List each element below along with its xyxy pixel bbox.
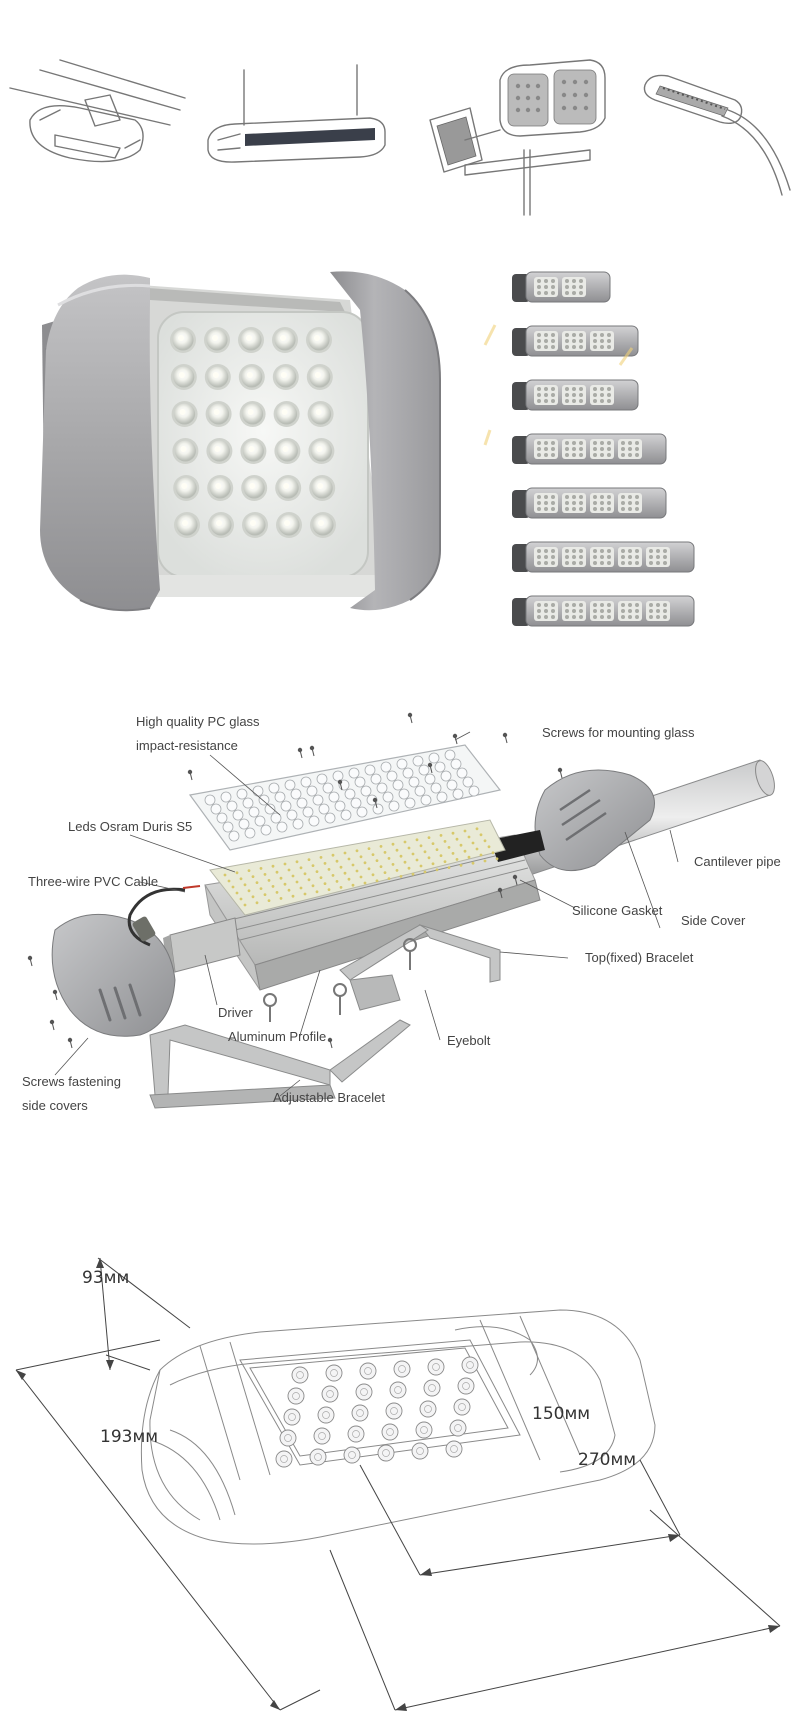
dimension-labels: 93мм 193мм 150мм 270мм: [82, 1268, 636, 1470]
screw: [67, 1037, 73, 1049]
led: [204, 364, 231, 390]
screw: [187, 769, 193, 781]
led: [306, 364, 333, 390]
exploded-view: High quality PC glass impact-resistance …: [0, 690, 800, 1250]
pc-glass: [188, 744, 502, 851]
led: [272, 364, 299, 390]
screw: [49, 1019, 55, 1031]
dimension-lines: [15, 1257, 781, 1711]
label-pc-glass-1: High quality PC glass: [136, 714, 260, 729]
led: [205, 401, 232, 427]
led: [172, 438, 199, 464]
led: [272, 327, 298, 353]
label-screws-side-2: side covers: [22, 1098, 88, 1113]
screw: [27, 955, 33, 967]
led: [170, 364, 197, 390]
screw: [452, 733, 458, 745]
label-aluminum: Aluminum Profile: [228, 1029, 326, 1044]
module-variant: [512, 487, 667, 519]
led-board: [209, 819, 506, 916]
sketch-street-light: [643, 74, 791, 196]
module-variants: [512, 271, 695, 627]
dim-height-label: 93мм: [82, 1268, 129, 1288]
label-gasket: Silicone Gasket: [572, 903, 663, 918]
silicone-gasket: [490, 830, 545, 862]
led: [207, 475, 234, 501]
led: [310, 512, 336, 538]
label-cable: Three-wire PVC Cable: [28, 874, 158, 889]
dim-inner-length-label: 150мм: [532, 1404, 590, 1424]
sketch-ceiling-light: [9, 59, 186, 163]
led: [308, 438, 335, 464]
screw: [337, 779, 343, 791]
label-side-cover: Side Cover: [681, 913, 746, 928]
product-luminaire: [40, 271, 441, 612]
led-array: [170, 327, 336, 538]
sketch-flood-light: [429, 59, 606, 216]
led: [306, 327, 332, 353]
xray-luminaire: [140, 1309, 656, 1545]
led: [242, 512, 268, 538]
screw: [297, 747, 303, 759]
led: [274, 438, 301, 464]
product-photo-section: [0, 230, 800, 690]
screw: [502, 732, 508, 744]
dim-depth-label: 193мм: [100, 1427, 158, 1447]
led: [238, 364, 265, 390]
dimension-arrows: [16, 1258, 780, 1711]
led: [239, 401, 266, 427]
led: [238, 327, 264, 353]
module-variant: [512, 541, 695, 573]
led: [208, 512, 234, 538]
led: [173, 475, 200, 501]
module-variant: [512, 325, 639, 357]
led: [273, 401, 300, 427]
label-eyebolt: Eyebolt: [447, 1033, 491, 1048]
led: [307, 401, 334, 427]
callout-labels: High quality PC glass impact-resistance …: [22, 714, 781, 1113]
eyebolt: [263, 938, 417, 1022]
screw: [407, 712, 413, 724]
module-variant: [512, 595, 695, 627]
label-leds: Leds Osram Duris S5: [68, 819, 192, 834]
screw: [497, 887, 503, 899]
label-driver: Driver: [218, 1005, 253, 1020]
screw: [512, 874, 518, 886]
led: [275, 475, 302, 501]
led: [170, 327, 196, 353]
label-cantilever: Cantilever pipe: [694, 854, 781, 869]
label-screws-glass: Screws for mounting glass: [542, 725, 695, 740]
module-variant: [512, 379, 639, 411]
driver: [163, 917, 241, 974]
screw: [309, 745, 315, 757]
led: [241, 475, 268, 501]
led: [276, 512, 302, 538]
left-side-cover: [51, 913, 176, 1037]
dim-total-length-label: 270мм: [578, 1450, 636, 1470]
screw: [557, 767, 563, 779]
label-pc-glass-2: impact-resistance: [136, 738, 238, 753]
screw: [327, 1037, 333, 1049]
label-screws-side-1: Screws fastening: [22, 1074, 121, 1089]
screw: [427, 762, 433, 774]
led: [240, 438, 267, 464]
dimension-drawing: 93мм 193мм 150мм 270мм: [0, 1250, 800, 1712]
pvc-cable: [127, 887, 186, 947]
screw: [52, 989, 58, 1001]
led: [206, 438, 233, 464]
module-variant: [512, 433, 667, 465]
adjustable-bracelet: [149, 1019, 411, 1109]
label-top-bracelet: Top(fixed) Bracelet: [585, 950, 694, 965]
led: [309, 475, 336, 501]
screw: [372, 797, 378, 809]
led: [171, 401, 198, 427]
module-variant: [512, 271, 611, 303]
usage-sketches: [0, 0, 800, 230]
top-bracelet: [339, 924, 501, 1011]
sketch-suspended-light: [207, 64, 386, 163]
led: [204, 327, 230, 353]
led: [174, 512, 200, 538]
label-adjustable: Adjustable Bracelet: [273, 1090, 385, 1105]
